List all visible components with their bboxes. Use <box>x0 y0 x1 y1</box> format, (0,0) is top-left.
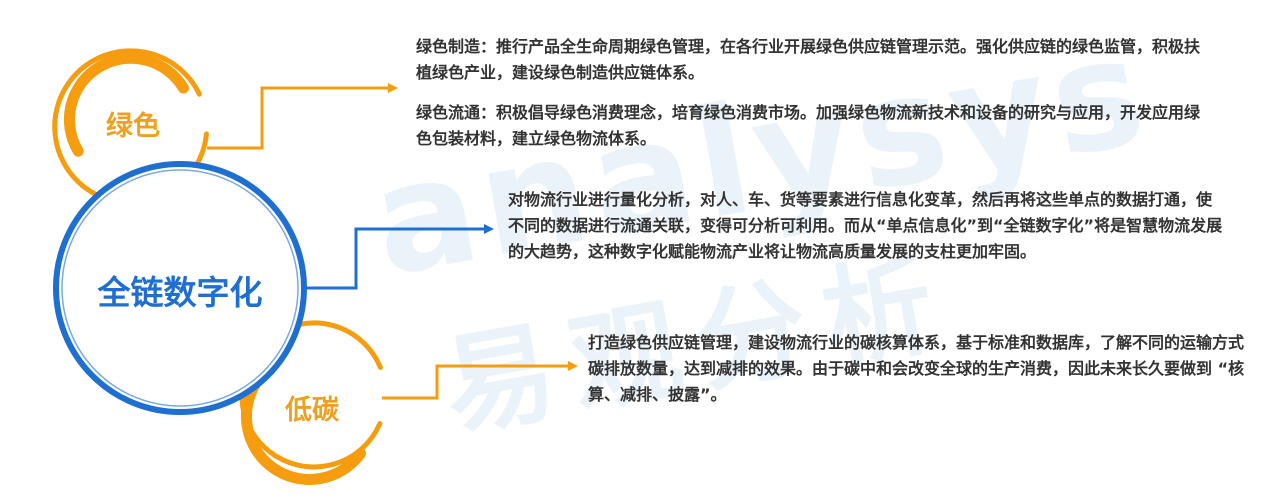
green-circulation-text: 绿色流通：积极倡导绿色消费理念，培育绿色消费市场。加强绿色物流新技术和设备的研究… <box>416 103 1201 148</box>
green-manufacturing-text: 绿色制造：推行产品全生命周期绿色管理，在各行业开展绿色供应链管理示范。强化供应链… <box>416 37 1201 82</box>
lowcarbon-connector-arrow <box>382 361 578 400</box>
green-circle-band <box>63 52 189 157</box>
lowcarbon-node-label: 低碳 <box>285 395 339 426</box>
green-node-label: 绿色 <box>106 111 160 142</box>
green-connector-arrow <box>207 83 398 150</box>
lowcarbon-description-text: 打造绿色供应链管理，建设物流行业的碳核算体系，基于标准和数据库，了解不同的运输方… <box>588 333 1245 404</box>
digital-description-text: 对物流行业进行量化分析，对人、车、货等要素进行信息化变革，然后再将这些单点的数据… <box>508 190 1223 261</box>
digital-connector-arrow <box>304 224 494 290</box>
lowcarbon-circle-band <box>240 373 366 485</box>
digital-node-label: 全链数字化 <box>97 273 263 312</box>
digital-circle-ring-inner <box>61 169 299 407</box>
